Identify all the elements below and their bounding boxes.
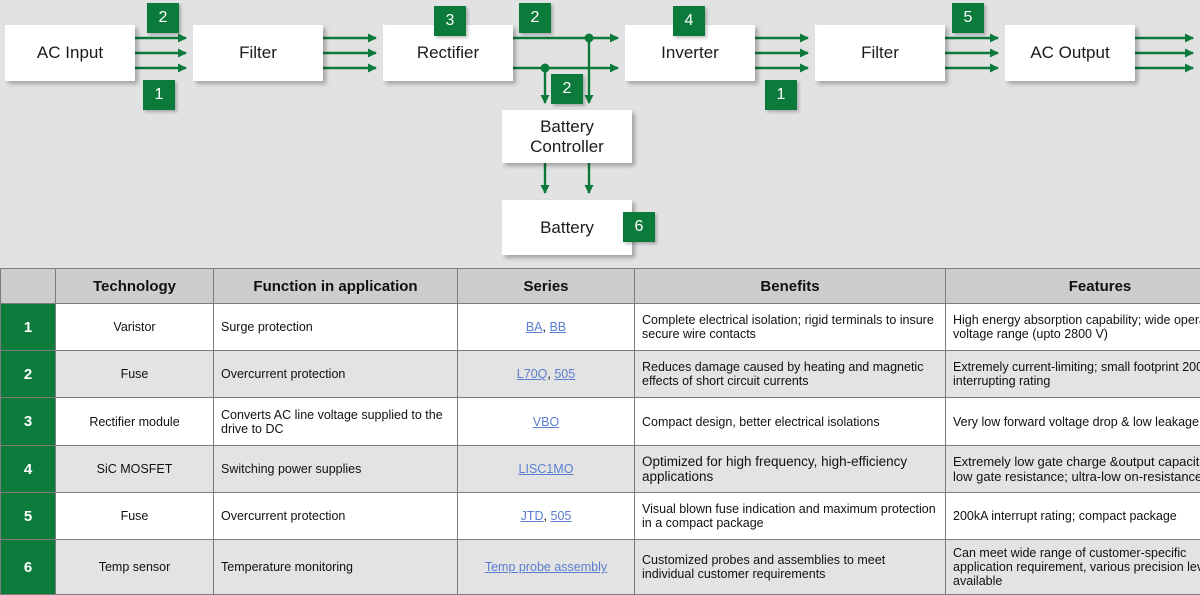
badge-2-rectifier-output: 2 bbox=[519, 3, 551, 33]
badge-label: 3 bbox=[446, 12, 455, 30]
node-filter-input-label: Filter bbox=[239, 43, 277, 63]
row-series: BA, BB bbox=[458, 304, 635, 351]
row-function: Switching power supplies bbox=[214, 446, 458, 493]
row-number: 5 bbox=[1, 493, 56, 540]
badge-1-inverter-output: 1 bbox=[765, 80, 797, 110]
row-number: 3 bbox=[1, 398, 56, 446]
table-row: 2 Fuse Overcurrent protection L70Q, 505 … bbox=[1, 351, 1200, 398]
badge-6-battery: 6 bbox=[623, 212, 655, 242]
series-link[interactable]: BB bbox=[549, 320, 566, 334]
row-benefits: Complete electrical isolation; rigid ter… bbox=[635, 304, 946, 351]
row-function: Overcurrent protection bbox=[214, 351, 458, 398]
row-technology: Varistor bbox=[56, 304, 214, 351]
series-link[interactable]: LISC1MO bbox=[519, 462, 574, 476]
header-benefits: Benefits bbox=[635, 269, 946, 304]
node-battery: Battery bbox=[502, 200, 632, 255]
node-inverter-label: Inverter bbox=[661, 43, 719, 63]
row-function: Temperature monitoring bbox=[214, 540, 458, 595]
row-benefits: Optimized for high frequency, high-effic… bbox=[635, 446, 946, 493]
badge-5-filter-output: 5 bbox=[952, 3, 984, 33]
row-features: Extremely current-limiting; small footpr… bbox=[946, 351, 1200, 398]
table-header: Technology Function in application Serie… bbox=[1, 269, 1200, 304]
row-benefits: Compact design, better electrical isolat… bbox=[635, 398, 946, 446]
header-series: Series bbox=[458, 269, 635, 304]
badge-3-rectifier: 3 bbox=[434, 6, 466, 36]
technology-table-container: Technology Function in application Serie… bbox=[0, 268, 1200, 555]
badge-4-inverter: 4 bbox=[673, 6, 705, 36]
node-filter-input: Filter bbox=[193, 25, 323, 81]
node-ac-input-label: AC Input bbox=[37, 43, 103, 63]
row-technology: SiC MOSFET bbox=[56, 446, 214, 493]
row-number: 1 bbox=[1, 304, 56, 351]
badge-label: 1 bbox=[155, 86, 164, 104]
row-function: Converts AC line voltage supplied to the… bbox=[214, 398, 458, 446]
series-link[interactable]: Temp probe assembly bbox=[485, 560, 607, 574]
row-features: High energy absorption capability; wide … bbox=[946, 304, 1200, 351]
badge-label: 2 bbox=[563, 80, 572, 98]
badge-2-battery-controller: 2 bbox=[551, 74, 583, 104]
table-row: 4 SiC MOSFET Switching power supplies LI… bbox=[1, 446, 1200, 493]
node-battery-controller-label-line1: Battery bbox=[540, 117, 594, 137]
series-link[interactable]: VBO bbox=[533, 415, 559, 429]
badge-label: 2 bbox=[531, 9, 540, 27]
row-features: Can meet wide range of customer-specific… bbox=[946, 540, 1200, 595]
row-number: 6 bbox=[1, 540, 56, 595]
badge-label: 4 bbox=[685, 12, 694, 30]
node-filter-output: Filter bbox=[815, 25, 945, 81]
row-technology: Temp sensor bbox=[56, 540, 214, 595]
technology-table: Technology Function in application Serie… bbox=[0, 268, 1200, 595]
row-technology: Fuse bbox=[56, 351, 214, 398]
row-function: Overcurrent protection bbox=[214, 493, 458, 540]
series-separator: , bbox=[544, 509, 551, 523]
row-series: VBO bbox=[458, 398, 635, 446]
node-battery-controller-label-line2: Controller bbox=[530, 137, 604, 157]
header-number bbox=[1, 269, 56, 304]
badge-1-ac-filter-bottom: 1 bbox=[143, 80, 175, 110]
row-benefits: Customized probes and assemblies to meet… bbox=[635, 540, 946, 595]
badge-label: 5 bbox=[964, 9, 973, 27]
node-battery-controller: Battery Controller bbox=[502, 110, 632, 163]
table-row: 6 Temp sensor Temperature monitoring Tem… bbox=[1, 540, 1200, 595]
row-series: Temp probe assembly bbox=[458, 540, 635, 595]
row-features: Very low forward voltage drop & low leak… bbox=[946, 398, 1200, 446]
node-ac-output-label: AC Output bbox=[1030, 43, 1109, 63]
node-rectifier-label: Rectifier bbox=[417, 43, 479, 63]
node-ac-output: AC Output bbox=[1005, 25, 1135, 81]
row-series: LISC1MO bbox=[458, 446, 635, 493]
row-technology: Rectifier module bbox=[56, 398, 214, 446]
table-row: 3 Rectifier module Converts AC line volt… bbox=[1, 398, 1200, 446]
row-features: Extremely low gate charge &output capaci… bbox=[946, 446, 1200, 493]
row-series: L70Q, 505 bbox=[458, 351, 635, 398]
table-row: 1 Varistor Surge protection BA, BB Compl… bbox=[1, 304, 1200, 351]
row-number: 2 bbox=[1, 351, 56, 398]
node-battery-label: Battery bbox=[540, 218, 594, 238]
badge-label: 2 bbox=[159, 9, 168, 27]
header-function: Function in application bbox=[214, 269, 458, 304]
block-diagram: AC Input Filter Rectifier Inverter Filte… bbox=[0, 0, 1200, 268]
row-technology: Fuse bbox=[56, 493, 214, 540]
row-series: JTD, 505 bbox=[458, 493, 635, 540]
node-filter-output-label: Filter bbox=[861, 43, 899, 63]
header-features: Features bbox=[946, 269, 1200, 304]
header-technology: Technology bbox=[56, 269, 214, 304]
badge-label: 1 bbox=[777, 86, 786, 104]
table-header-row: Technology Function in application Serie… bbox=[1, 269, 1200, 304]
table-body: 1 Varistor Surge protection BA, BB Compl… bbox=[1, 304, 1200, 595]
series-link[interactable]: JTD bbox=[521, 509, 544, 523]
series-link[interactable]: 505 bbox=[554, 367, 575, 381]
badge-label: 6 bbox=[635, 218, 644, 236]
row-number: 4 bbox=[1, 446, 56, 493]
row-features: 200kA interrupt rating; compact package bbox=[946, 493, 1200, 540]
table-row: 5 Fuse Overcurrent protection JTD, 505 V… bbox=[1, 493, 1200, 540]
series-link[interactable]: L70Q bbox=[517, 367, 548, 381]
row-benefits: Reduces damage caused by heating and mag… bbox=[635, 351, 946, 398]
row-benefits: Visual blown fuse indication and maximum… bbox=[635, 493, 946, 540]
series-link[interactable]: 505 bbox=[551, 509, 572, 523]
series-link[interactable]: BA bbox=[526, 320, 543, 334]
badge-2-ac-filter-top: 2 bbox=[147, 3, 179, 33]
row-function: Surge protection bbox=[214, 304, 458, 351]
node-ac-input: AC Input bbox=[5, 25, 135, 81]
